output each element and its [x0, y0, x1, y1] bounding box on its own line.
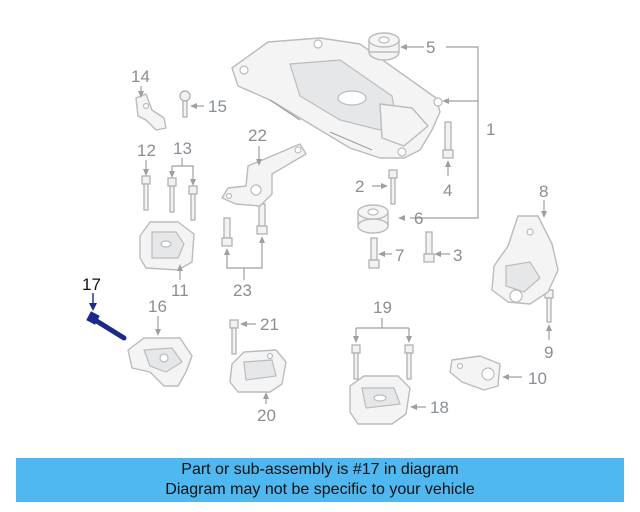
callout-10: 10	[528, 369, 547, 388]
bolt-part-9	[544, 289, 554, 323]
callout-labels: 1 2 3 4 5 6 7 8 9 10 11 12 13 14 15 16 1…	[82, 38, 553, 425]
callout-8: 8	[539, 182, 548, 201]
bracket-part-22	[221, 143, 307, 207]
mount-part-5	[368, 32, 400, 61]
callout-23: 23	[233, 281, 252, 300]
mount-part-16	[127, 337, 193, 387]
bolt-part-19	[351, 344, 414, 380]
bolt-part-7	[368, 237, 380, 269]
callout-11: 11	[171, 281, 189, 300]
callout-16: 16	[148, 297, 167, 316]
callout-9: 9	[544, 343, 553, 362]
banner-line-1: Part or sub-assembly is #17 in diagram	[181, 461, 459, 478]
subframe-part	[231, 37, 443, 159]
callout-19: 19	[373, 298, 392, 317]
callout-2: 2	[355, 177, 364, 196]
info-banner: Part or sub-assembly is #17 in diagram D…	[16, 458, 624, 502]
callout-18: 18	[430, 398, 449, 417]
bolt-part-12	[141, 175, 151, 211]
part-10	[449, 355, 501, 391]
callout-14: 14	[131, 67, 150, 86]
mount-part-11	[139, 221, 195, 271]
callout-1: 1	[486, 120, 495, 139]
callout-7: 7	[395, 246, 404, 265]
bolt-part-17-highlighted	[86, 311, 127, 341]
callout-12: 12	[137, 141, 156, 160]
banner-line-2: Diagram may not be specific to your vehi…	[165, 481, 475, 498]
callout-20: 20	[257, 406, 276, 425]
callout-17-highlighted: 17	[82, 275, 101, 294]
mount-part-8	[491, 215, 559, 305]
bolt-part-21	[229, 319, 239, 355]
bolt-part-3	[423, 231, 435, 263]
callout-5: 5	[426, 38, 435, 57]
bolt-part-23	[221, 203, 268, 247]
leader-lines	[89, 44, 552, 410]
mount-part-6	[357, 204, 389, 234]
bolt-part-15	[179, 90, 191, 118]
callout-15: 15	[208, 97, 227, 116]
bolt-part-2	[388, 169, 398, 205]
bracket-part-14	[135, 93, 167, 131]
mount-part-18	[349, 375, 411, 425]
bolt-part-4	[442, 121, 454, 159]
callout-13: 13	[173, 139, 192, 158]
callout-4: 4	[443, 181, 452, 200]
mount-part-20	[229, 349, 287, 393]
callout-6: 6	[414, 209, 423, 228]
callout-3: 3	[453, 246, 462, 265]
callout-21: 21	[260, 315, 279, 334]
callout-22: 22	[248, 126, 267, 145]
